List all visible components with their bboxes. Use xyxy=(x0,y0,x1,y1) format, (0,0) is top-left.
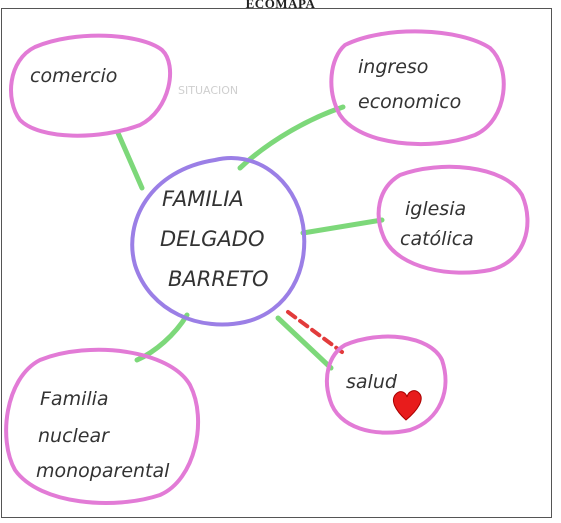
center-circle xyxy=(130,156,307,327)
center-label-line-3: BARRETO xyxy=(168,267,269,291)
link-center-ingreso xyxy=(237,104,346,171)
salud-label: salud xyxy=(346,371,398,393)
iglesia-label-line-2: católica xyxy=(400,228,474,250)
node-iglesia: iglesia católica xyxy=(376,164,530,275)
node-salud: salud xyxy=(325,334,448,435)
link-center-comercio xyxy=(115,130,145,191)
familia-nuclear-label-line-1: Familia xyxy=(40,388,109,410)
familia-nuclear-label-line-3: monoparental xyxy=(36,460,170,482)
faint-background-text: SITUACION xyxy=(178,84,239,97)
comercio-label: comercio xyxy=(30,65,117,87)
center-label-line-2: DELGADO xyxy=(160,227,264,251)
link-center-salud xyxy=(275,315,334,371)
link-center-familia-nuclear xyxy=(134,312,190,363)
center-label-line-1: FAMILIA xyxy=(162,187,244,211)
center-node: FAMILIA DELGADO BARRETO xyxy=(130,156,307,327)
ingreso-label-line-1: ingreso xyxy=(358,56,428,78)
link-center-iglesia xyxy=(300,217,385,236)
link-center-salud-stress xyxy=(286,310,344,354)
node-ingreso: ingreso economico xyxy=(329,29,506,147)
ingreso-label-line-2: economico xyxy=(358,91,461,113)
familia-nuclear-label-line-2: nuclear xyxy=(38,425,110,447)
heart-icon xyxy=(392,390,422,421)
diagram-frame xyxy=(1,8,552,518)
node-comercio: comercio xyxy=(9,33,173,138)
page-title: ECOMAPA xyxy=(245,0,316,11)
iglesia-label-line-1: iglesia xyxy=(405,198,466,220)
node-familia-nuclear: Familia nuclear monoparental xyxy=(4,347,200,505)
